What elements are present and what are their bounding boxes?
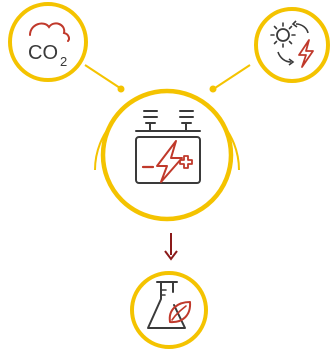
sun-cycle-node — [254, 7, 330, 83]
connector-dot-right — [209, 85, 217, 93]
sun-cycle-lightning-icon — [270, 20, 314, 68]
battery-lightning-bolt — [156, 140, 183, 183]
co2-subscript: 2 — [60, 54, 67, 69]
connector-line-sun — [214, 64, 251, 89]
battery-node — [100, 88, 234, 222]
leaf-icon — [168, 301, 192, 324]
connector-dot-left — [117, 85, 125, 93]
flask-node — [130, 271, 208, 349]
leaf-flask-icon — [147, 281, 192, 329]
arrow-down — [164, 233, 178, 261]
co2-label: CO — [28, 42, 58, 64]
co2-node: CO 2 — [8, 2, 88, 82]
co2-cloud-icon: CO 2 — [28, 22, 70, 69]
connector-line-co2 — [84, 64, 121, 89]
battery-lightning-icon — [135, 110, 201, 184]
